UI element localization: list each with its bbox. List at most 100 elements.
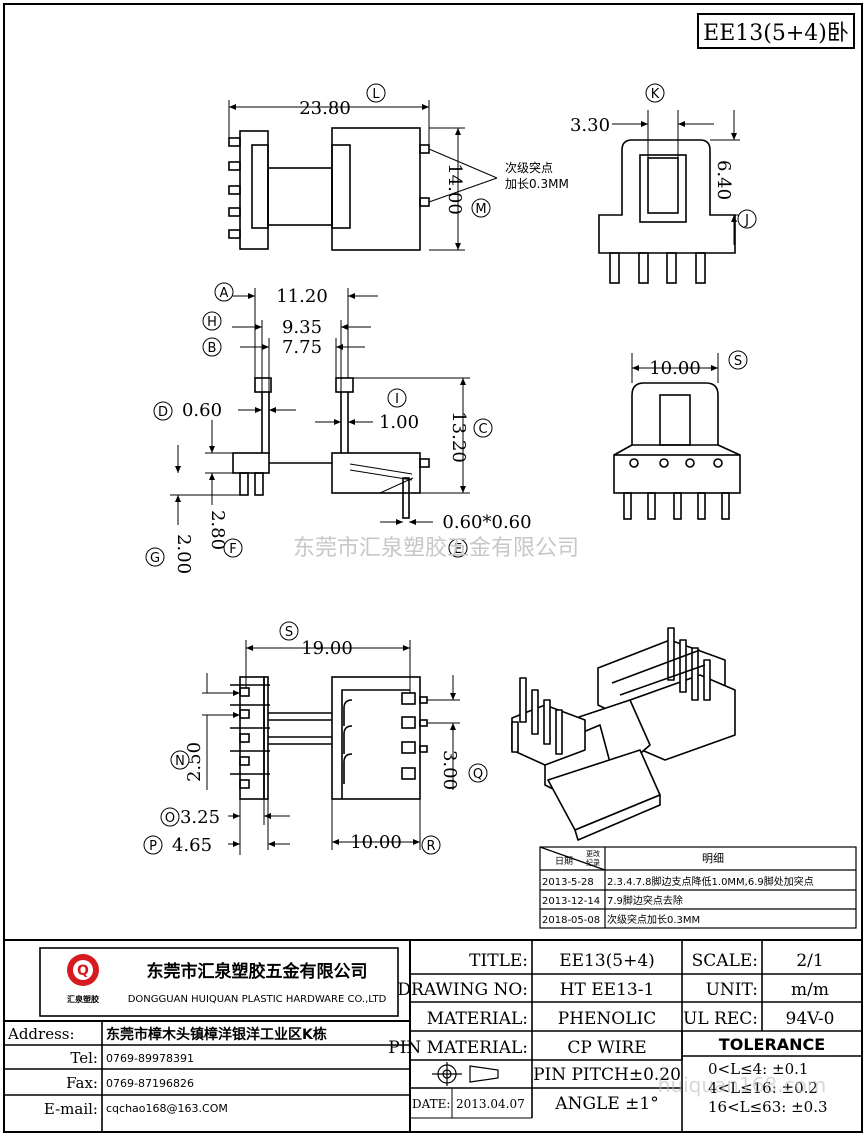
rev-row-date: 2018-05-08 [542,915,600,926]
label-circle-H [202,311,222,331]
dim-J: 6.40 [713,160,734,200]
label-circle-K [645,83,665,103]
dim-A: 11.20 [276,286,328,307]
label-D: D [158,405,168,420]
label-circle-E [448,538,468,558]
dim-N: 2.50 [184,742,205,782]
logo-text: 汇泉塑胶 [67,994,99,1004]
address-label: Address: [7,1025,75,1043]
tolerance-row-2: 4<L≤16: ±0.2 [708,1079,818,1097]
label-L: L [372,87,380,102]
rev-row-detail: 次级突点加长0.3MM [607,913,700,926]
side-view [170,288,470,525]
tel-value: 0769-89978391 [106,1052,194,1065]
dim-M: 14.00 [444,163,465,215]
projection-symbol-icon [432,1062,499,1086]
front-view [598,110,742,284]
label-circle-Q [468,763,488,783]
label-E: E [454,542,462,557]
drawing-no-label: DRAWING NO: [397,980,528,1000]
tolerance-row-1: 0<L≤4: ±0.1 [708,1060,808,1078]
title-value: EE13(5+4) [559,951,655,971]
dim-pin: 0.60*0.60 [442,512,531,533]
dim-I: 1.00 [379,412,419,433]
unit-value: m/m [791,980,829,1000]
dim-O: 3.25 [180,807,220,828]
address-value: 东莞市樟木头镇樟洋银洋工业区K栋 [106,1026,327,1043]
label-circle-B [202,337,222,357]
dim-B: 7.75 [282,337,322,358]
email-value: cqchao168@163.COM [106,1102,228,1115]
dim-S-bottom: 19.00 [301,638,353,659]
date-value: 2013.04.07 [456,1097,525,1111]
logo-letter: Q [77,963,89,979]
rev-header-date: 日期 [555,856,573,867]
label-K: K [651,87,660,102]
dim-H: 9.35 [282,317,322,338]
label-R: R [426,839,435,854]
dim-P: 4.65 [172,835,212,856]
label-Q: Q [473,767,483,782]
label-M: M [475,202,486,217]
side-view-right [613,353,741,520]
label-circle-N [170,750,190,770]
label-circle-J [737,209,757,229]
angle: ANGLE ±1° [554,1094,658,1114]
material-value: PHENOLIC [558,1009,657,1029]
label-P: P [149,839,157,854]
dim-D: 0.60 [182,400,222,421]
title-block [4,939,862,1132]
dim-C: 13.20 [448,411,469,463]
label-S-side: S [734,354,742,369]
rev-row-detail: 7.9脚边突点去除 [607,894,683,907]
scale-label: SCALE: [692,951,758,971]
part-name: EE13(5+4)卧 [703,21,849,46]
label-I: I [395,392,399,407]
material-label: MATERIAL: [427,1009,528,1029]
label-circle-F [223,538,243,558]
fax-label: Fax: [66,1074,98,1092]
revision-table [539,846,857,929]
dim-S-side: 10.00 [649,358,701,379]
label-circle-R [421,835,441,855]
dim-Q: 3.00 [439,750,460,790]
label-circle-I [387,388,407,408]
label-J: J [744,213,749,228]
label-circle-P [143,835,163,855]
label-circle-C [473,418,493,438]
label-circle-L [366,83,386,103]
label-circle-A [214,282,234,302]
pin-pitch: PIN PITCH±0.20 [533,1065,681,1085]
bottom-view [202,640,460,855]
dim-R: 10.00 [350,832,402,853]
tel-label: Tel: [70,1049,98,1067]
label-F: F [229,542,236,557]
label-circle-O [160,807,180,827]
title-label: TITLE: [469,951,528,971]
dim-G: 2.00 [173,534,194,574]
rev-row-date: 2013-5-28 [542,877,594,888]
unit-label: UNIT: [706,980,758,1000]
label-circle-S-bottom [279,621,299,641]
email-label: E-mail: [44,1100,98,1118]
pin-material-label: PIN MATERIAL: [388,1038,528,1058]
sheet-border [3,3,863,1133]
site-watermark: huiquan168.com [658,1073,826,1097]
dim-F: 2.80 [207,510,228,550]
top-view [228,100,498,251]
dim-L: 23.80 [299,98,351,119]
rev-header-change-1: 更改 [586,849,600,858]
part-name-box [697,13,855,49]
label-circle-G [145,547,165,567]
dim-K: 3.30 [570,115,610,136]
label-S-bottom: S [285,625,293,640]
label-circle-M [471,198,491,218]
watermark: 东莞市汇泉塑胶五金有限公司 [293,536,579,561]
company-name-cn: 东莞市汇泉塑胶五金有限公司 [147,961,368,982]
isometric-view [511,627,736,841]
label-G: G [150,551,160,566]
drawing-no-value: HT EE13-1 [560,980,655,1000]
label-H: H [207,315,217,330]
date-label: DATE: [412,1097,450,1111]
